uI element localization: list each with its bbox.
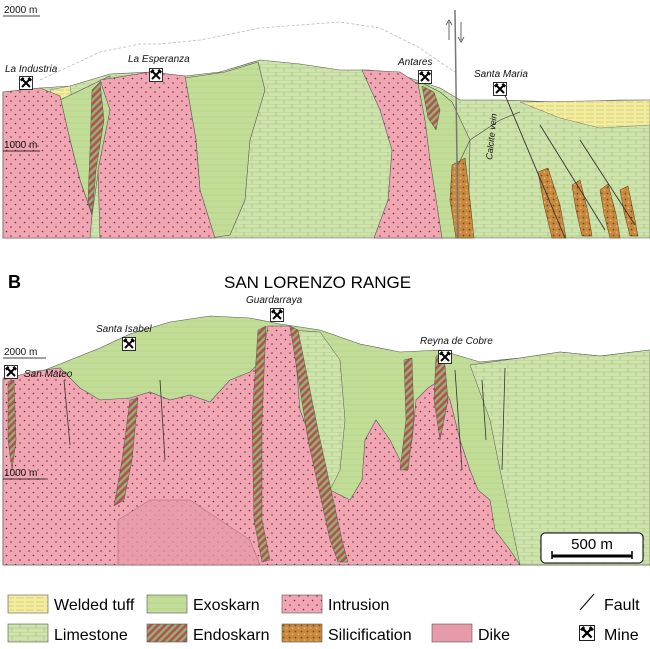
silicification-a3 xyxy=(571,179,593,237)
fault-b5 xyxy=(454,369,463,471)
mine-label-la-esperanza: La Esperanza xyxy=(128,54,190,65)
intrusion-a2 xyxy=(97,71,216,239)
mine-icon-la-esperanza xyxy=(149,68,163,82)
intrusion-a3 xyxy=(361,69,443,239)
endoskarn-b4 xyxy=(399,357,415,471)
fault-a3 xyxy=(579,139,636,226)
welded-tuff-a xyxy=(519,99,650,129)
endoskarn-b6 xyxy=(7,379,17,471)
legend-swatch-endoskarn xyxy=(146,623,188,643)
eroded-profile-line xyxy=(39,21,456,81)
endoskarn-b1 xyxy=(113,397,139,507)
panel-b: B SAN LORENZO RANGE 2000 m 1000 m San Ma… xyxy=(2,272,650,566)
fault-a1 xyxy=(504,94,566,239)
mine-label-santa-isabel: Santa Isabel xyxy=(96,324,152,335)
mine-label-san-mateo: San Mateo xyxy=(24,369,73,380)
legend-label-fault: Fault xyxy=(604,597,640,614)
legend-label-dike: Dike xyxy=(478,627,510,644)
calcite-vein-label: Calcite vein xyxy=(484,113,499,160)
panel-b-letter: B xyxy=(8,272,21,292)
legend-swatch-welded-tuff xyxy=(7,594,49,614)
limestone-body-b xyxy=(469,349,650,566)
mine-icon-san-mateo xyxy=(4,365,18,379)
crossed-hammers-icon xyxy=(579,625,595,641)
calcite-vein-line xyxy=(457,111,521,166)
panel-a: Calcite vein 2000 m 1000 m La Industria … xyxy=(2,5,650,239)
legend-label-exoskarn: Exoskarn xyxy=(193,597,260,614)
endoskarn-a2 xyxy=(421,85,441,131)
elev-1000-b: 1000 m xyxy=(4,468,37,479)
fault-b2 xyxy=(159,379,166,461)
endoskarn-b2 xyxy=(251,325,271,563)
main-fault-a xyxy=(454,9,459,239)
mine-label-guardarraya: Guardarraya xyxy=(246,295,303,306)
panel-b-title: SAN LORENZO RANGE xyxy=(224,273,411,292)
legend-swatch-intrusion xyxy=(281,594,323,614)
legend-swatch-limestone xyxy=(7,623,49,643)
legend-label-endoskarn: Endoskarn xyxy=(193,627,270,644)
mine-label-reyna-de-cobre: Reyna de Cobre xyxy=(420,336,493,347)
mine-label-santa-maria: Santa Maria xyxy=(474,69,528,80)
scale-bar-label: 500 m xyxy=(571,536,613,553)
mine-icon-antares xyxy=(418,70,432,84)
fault-b1 xyxy=(63,379,71,446)
fault-a2 xyxy=(539,124,606,231)
legend: Welded tuff Exoskarn Intrusion Fault Lim… xyxy=(7,593,640,644)
elev-2000-b: 2000 m xyxy=(4,347,37,358)
scale-bar-ends xyxy=(551,551,633,559)
fault-icon xyxy=(579,593,595,611)
mine-icon-la-industria xyxy=(19,76,33,90)
mine-icon-reyna-de-cobre xyxy=(438,350,452,364)
mine-icon-santa-maria xyxy=(493,82,507,96)
intrusion-a1 xyxy=(2,87,93,239)
dike-b1 xyxy=(117,499,261,566)
mine-icon-santa-isabel xyxy=(122,337,136,351)
legend-label-silicification: Silicification xyxy=(328,627,412,644)
endoskarn-a1 xyxy=(87,81,105,216)
legend-label-welded-tuff: Welded tuff xyxy=(54,597,135,614)
legend-swatch-silicification xyxy=(281,623,323,643)
fault-b3 xyxy=(481,379,487,441)
elev-2000-a: 2000 m xyxy=(4,5,37,16)
legend-label-intrusion: Intrusion xyxy=(328,597,389,614)
silicification-a1 xyxy=(449,157,475,239)
mine-label-antares: Antares xyxy=(397,57,432,68)
fault-arrows xyxy=(445,19,465,43)
legend-label-limestone: Limestone xyxy=(54,627,128,644)
legend-label-mine: Mine xyxy=(604,627,639,644)
legend-swatch-dike xyxy=(431,623,473,643)
endoskarn-b3 xyxy=(289,325,349,563)
silicification-a2 xyxy=(537,167,567,239)
mine-label-la-industria: La Industria xyxy=(5,64,58,75)
mine-icon-guardarraya xyxy=(270,308,284,322)
elev-1000-a: 1000 m xyxy=(4,140,37,151)
fault-b4 xyxy=(501,367,506,471)
legend-swatch-exoskarn xyxy=(146,594,188,614)
